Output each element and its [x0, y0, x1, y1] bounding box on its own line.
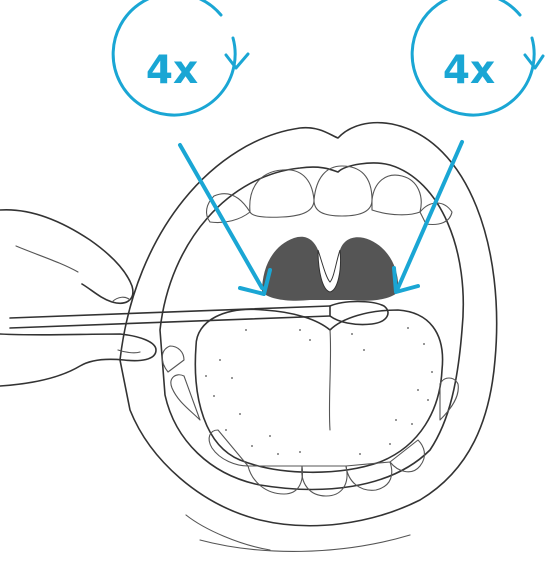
left-rotation-badge: 4x	[113, 0, 248, 115]
lower-teeth	[162, 346, 458, 496]
right-rotation-badge: 4x	[412, 0, 543, 115]
right-repeat-label: 4x	[443, 48, 495, 93]
tongue-texture	[205, 327, 433, 455]
right-down-arrow-icon	[394, 142, 462, 292]
cotton-swab	[10, 302, 388, 329]
left-repeat-label: 4x	[146, 48, 198, 93]
upper-teeth	[207, 166, 452, 225]
left-down-arrow-icon	[180, 145, 270, 294]
